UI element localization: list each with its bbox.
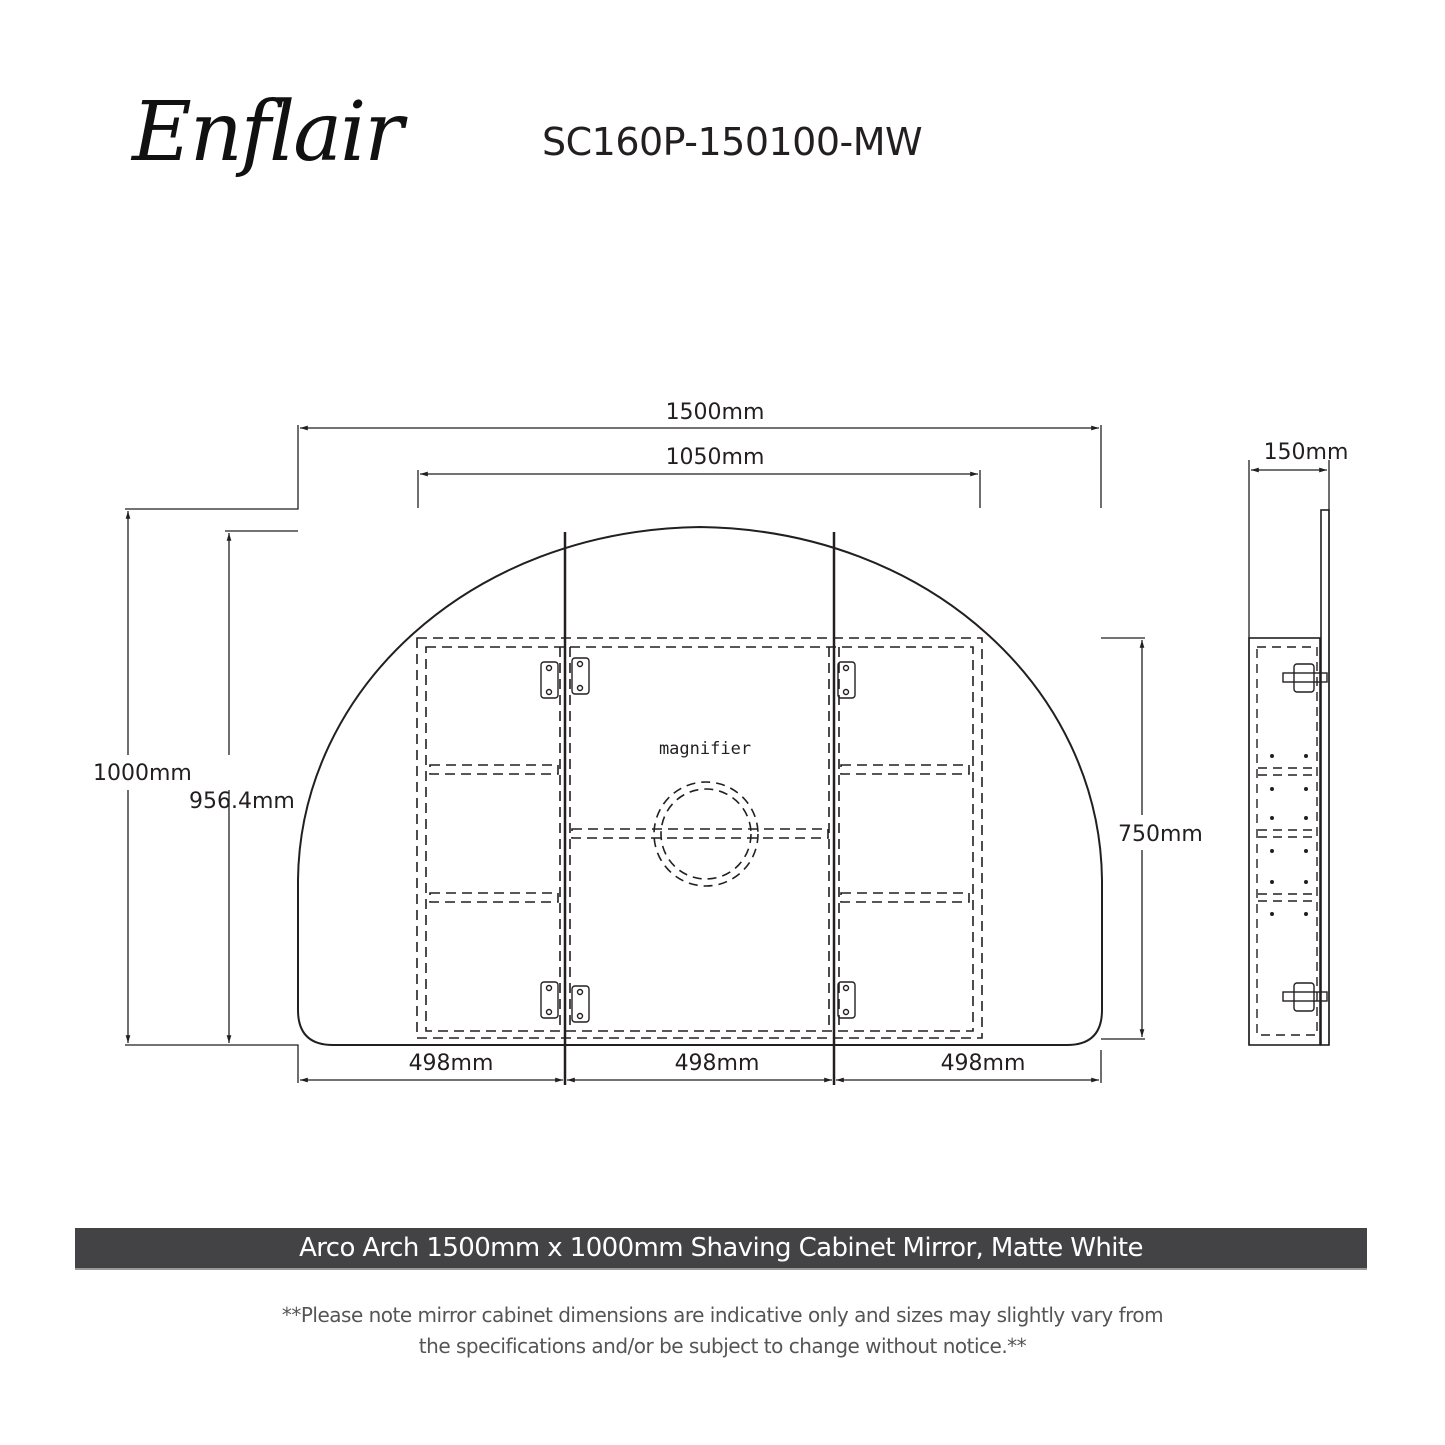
- brand-logo: Enflair: [132, 85, 404, 180]
- disclaimer-note: **Please note mirror cabinet dimensions …: [120, 1300, 1325, 1362]
- magnifier-circle: [653, 781, 759, 887]
- magnifier-label: magnifier: [659, 739, 751, 759]
- side-cabinet-body: [1248, 637, 1321, 1046]
- dim-label-overall-height: 1000mm: [93, 761, 192, 786]
- dim-label-depth: 150mm: [1264, 440, 1349, 465]
- dim-door-height: [225, 530, 298, 1043]
- dim-overall-height: [125, 505, 299, 1050]
- product-title-banner: Arco Arch 1500mm x 1000mm Shaving Cabine…: [75, 1228, 1367, 1270]
- disclaimer-line-1: **Please note mirror cabinet dimensions …: [281, 1303, 1164, 1327]
- cabinet-hidden-lines: [416, 637, 983, 1039]
- shelf-pin-holes: [1270, 754, 1308, 916]
- dim-label-door-left: 498mm: [409, 1051, 494, 1076]
- dim-overall-width: [297, 425, 1102, 508]
- dim-cabinet-height: [1101, 637, 1145, 1040]
- front-view: [125, 425, 1145, 1085]
- mirror-arch-outline: [297, 525, 1103, 1046]
- side-hinges: [1282, 663, 1328, 1012]
- dim-label-door-height: 956.4mm: [189, 789, 295, 814]
- side-view: [1248, 460, 1330, 1046]
- dim-label-door-right: 498mm: [941, 1051, 1026, 1076]
- dim-label-overall-width: 1500mm: [666, 400, 765, 425]
- dim-cabinet-width: [417, 470, 981, 508]
- model-code: SC160P-150100-MW: [542, 120, 923, 164]
- dim-door-widths: [297, 1050, 1102, 1083]
- side-mirror-panel: [1320, 509, 1330, 1046]
- dim-label-door-center: 498mm: [675, 1051, 760, 1076]
- hinge-icons: [540, 657, 856, 1023]
- disclaimer-line-2: the specifications and/or be subject to …: [418, 1334, 1027, 1358]
- dim-label-cabinet-width: 1050mm: [666, 445, 765, 470]
- dim-label-cabinet-height: 750mm: [1118, 822, 1203, 847]
